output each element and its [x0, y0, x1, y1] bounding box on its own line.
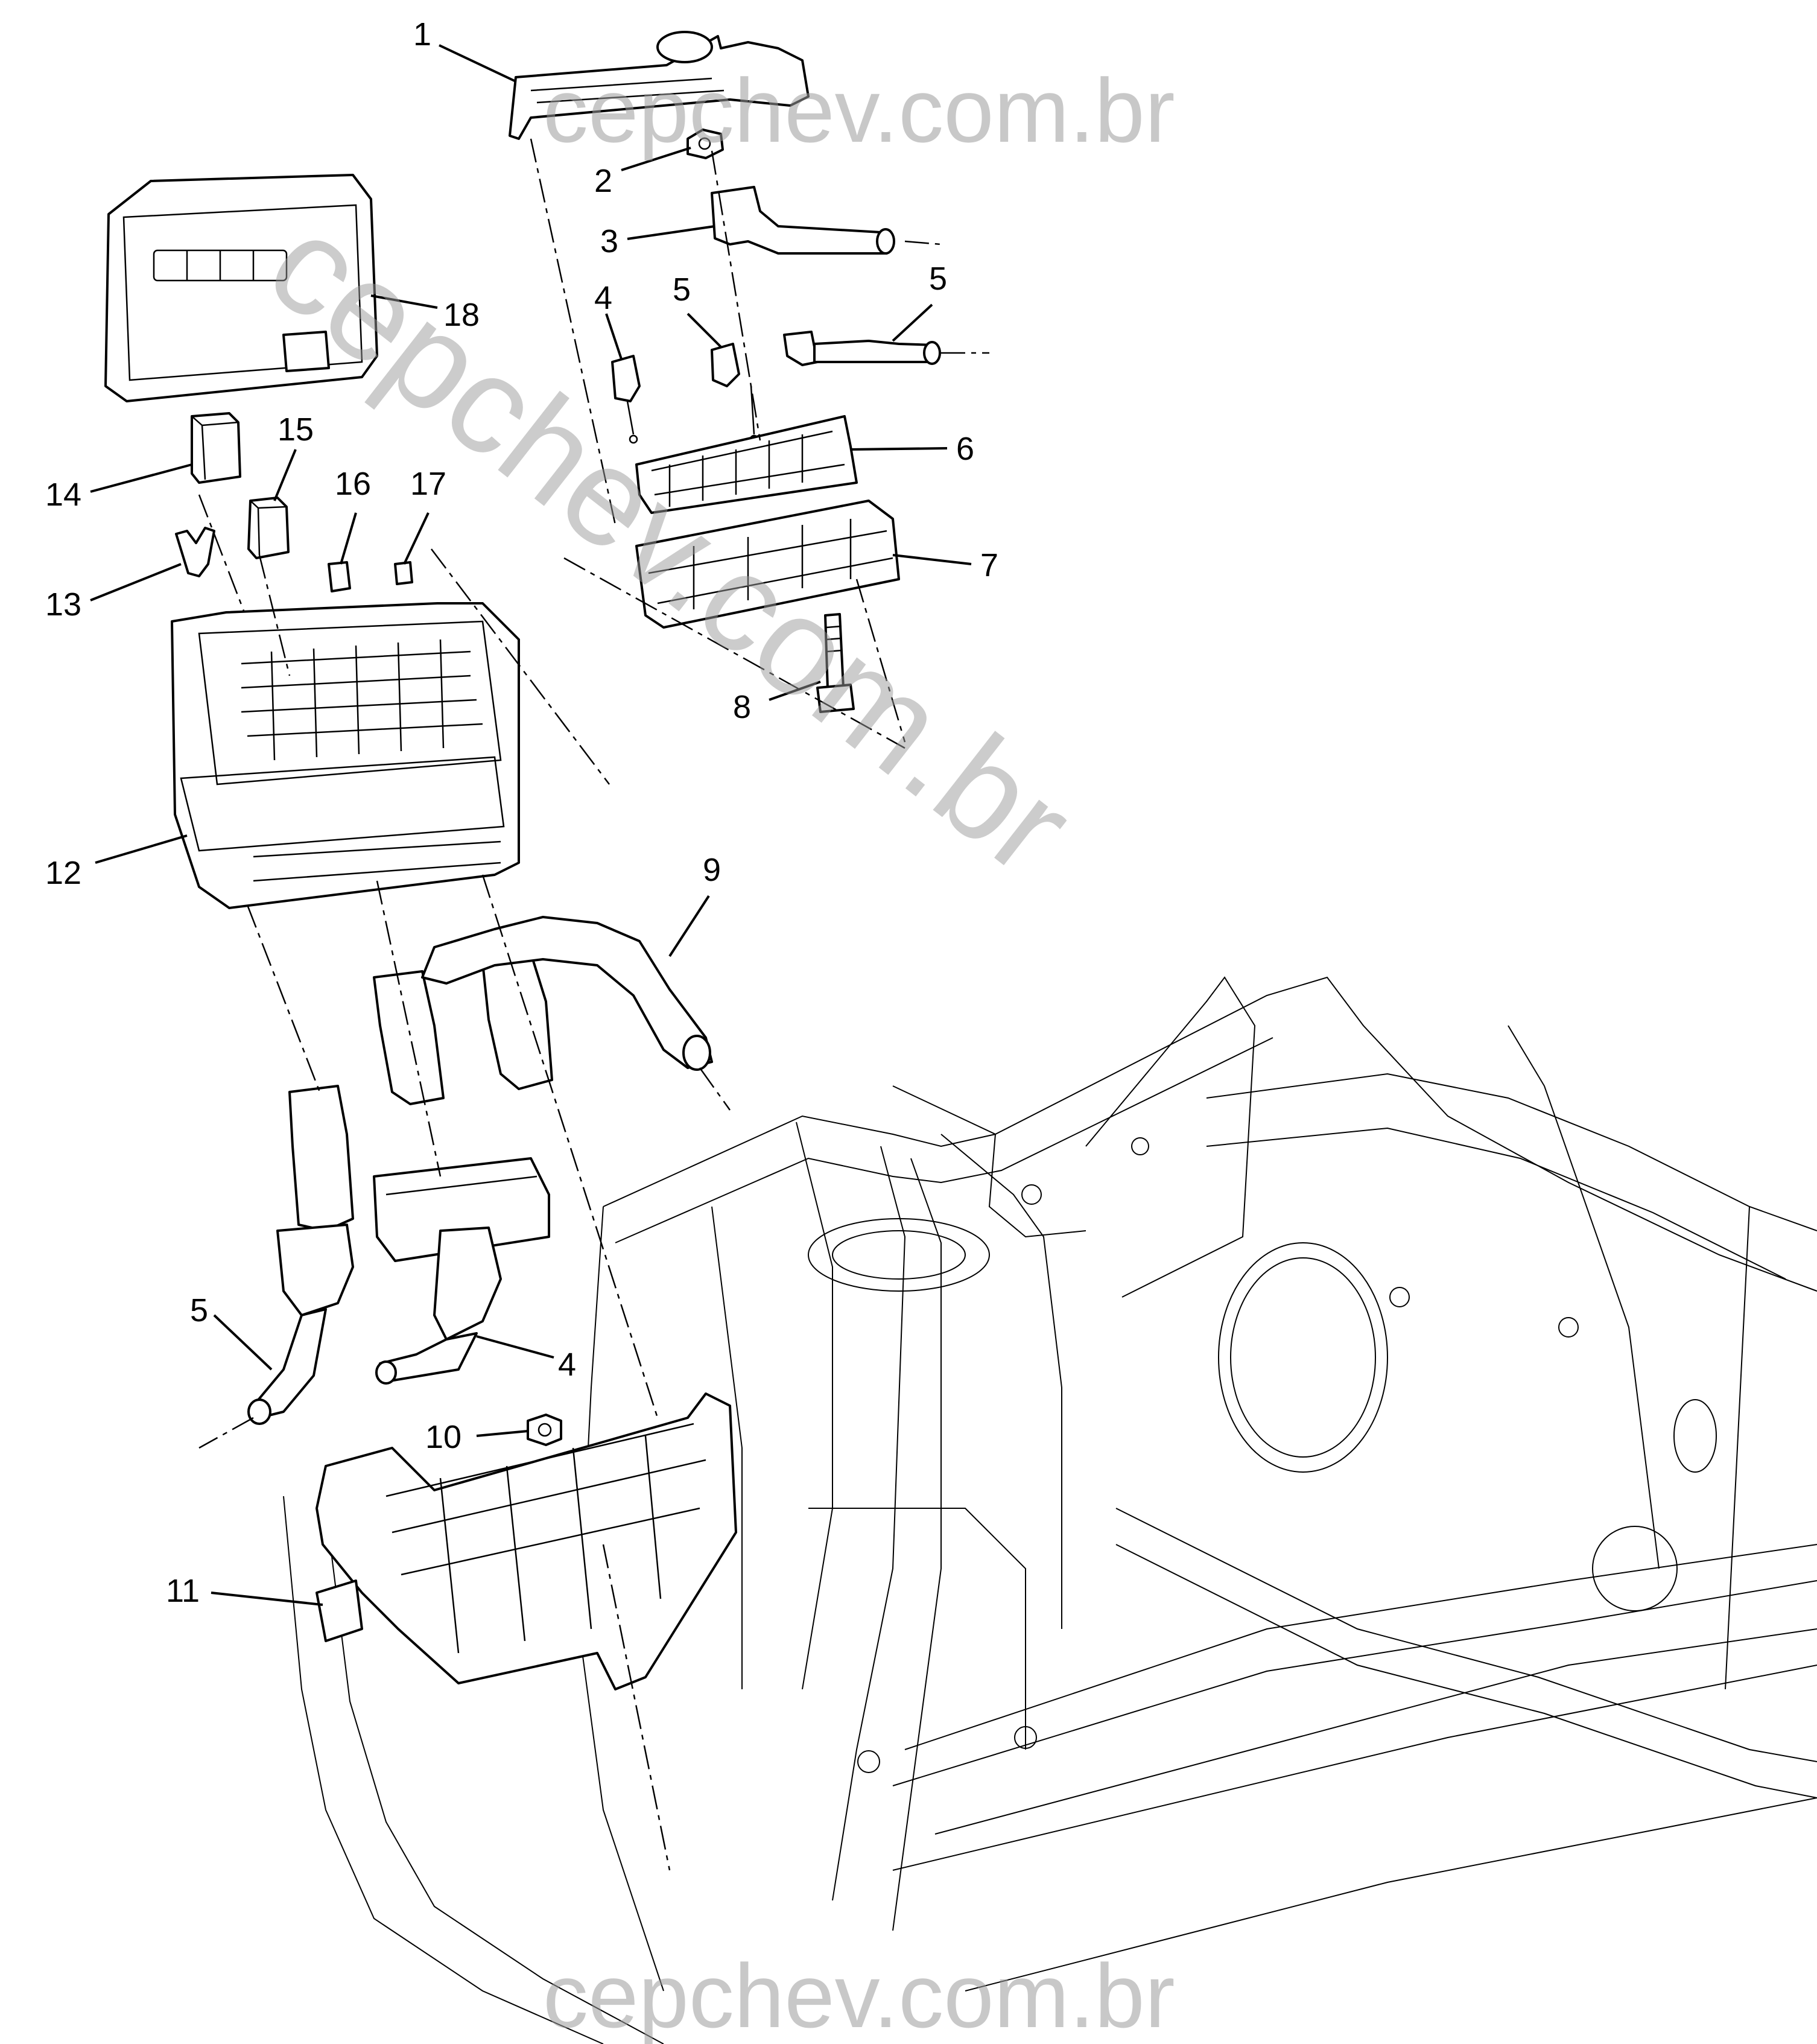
callout-2: 2 [594, 163, 612, 199]
part-10-nut [527, 1414, 562, 1446]
callout-1: 1 [413, 16, 431, 52]
part-4-lower-connector [373, 1157, 550, 1385]
part-3-cable-terminal [711, 186, 895, 255]
callout-13: 13 [45, 586, 81, 623]
part-1-cover-strip [509, 31, 810, 140]
callout-16: 16 [335, 466, 371, 502]
callout-leaders [90, 44, 972, 1606]
callout-10: 10 [425, 1419, 461, 1455]
part-6-terminal-block [635, 415, 858, 514]
part-7-block-housing [635, 500, 900, 629]
part-13-fuse-puller [175, 527, 215, 577]
callout-9: 9 [703, 852, 721, 888]
part-5-lower-connector [247, 1085, 354, 1425]
part-5-cable-terminal [783, 331, 941, 366]
part-12-fuse-block [171, 602, 520, 909]
callout-17: 17 [410, 466, 446, 502]
callout-12: 12 [45, 855, 81, 891]
watermark-bottom: cepchev.com.br [543, 1945, 1175, 2044]
callout-14: 14 [45, 477, 81, 513]
callout-6: 6 [956, 431, 974, 467]
part-9-harness [373, 916, 713, 1105]
part-2-nut [687, 129, 724, 159]
part-16-fuse [328, 561, 351, 592]
vehicle-body-structure [283, 976, 1817, 2044]
part-17-mini-fuse [394, 561, 413, 585]
callout-4b: 4 [558, 1347, 576, 1383]
part-18-cover [104, 174, 378, 402]
callout-11: 11 [166, 1573, 200, 1609]
callout-8: 8 [733, 689, 751, 725]
part-4-upper-terminal [611, 355, 641, 444]
callout-4: 4 [594, 280, 612, 316]
callout-5a: 5 [673, 271, 691, 308]
callout-5c: 5 [190, 1292, 208, 1328]
callout-18: 18 [443, 297, 480, 333]
alignment-lines [198, 138, 989, 1871]
part-15-relay [247, 497, 290, 559]
watermark-top: cepchev.com.br [543, 60, 1175, 161]
callout-labels: 1 2 3 4 5 5 6 7 8 9 10 11 12 13 14 15 16… [45, 16, 998, 1609]
part-5-upper-terminal [711, 343, 759, 444]
callout-3: 3 [600, 223, 618, 259]
callout-5b: 5 [929, 261, 947, 297]
callout-7: 7 [980, 547, 998, 583]
callout-15: 15 [277, 411, 314, 448]
part-14-relay [191, 412, 241, 484]
part-11-bracket [316, 1392, 737, 1690]
